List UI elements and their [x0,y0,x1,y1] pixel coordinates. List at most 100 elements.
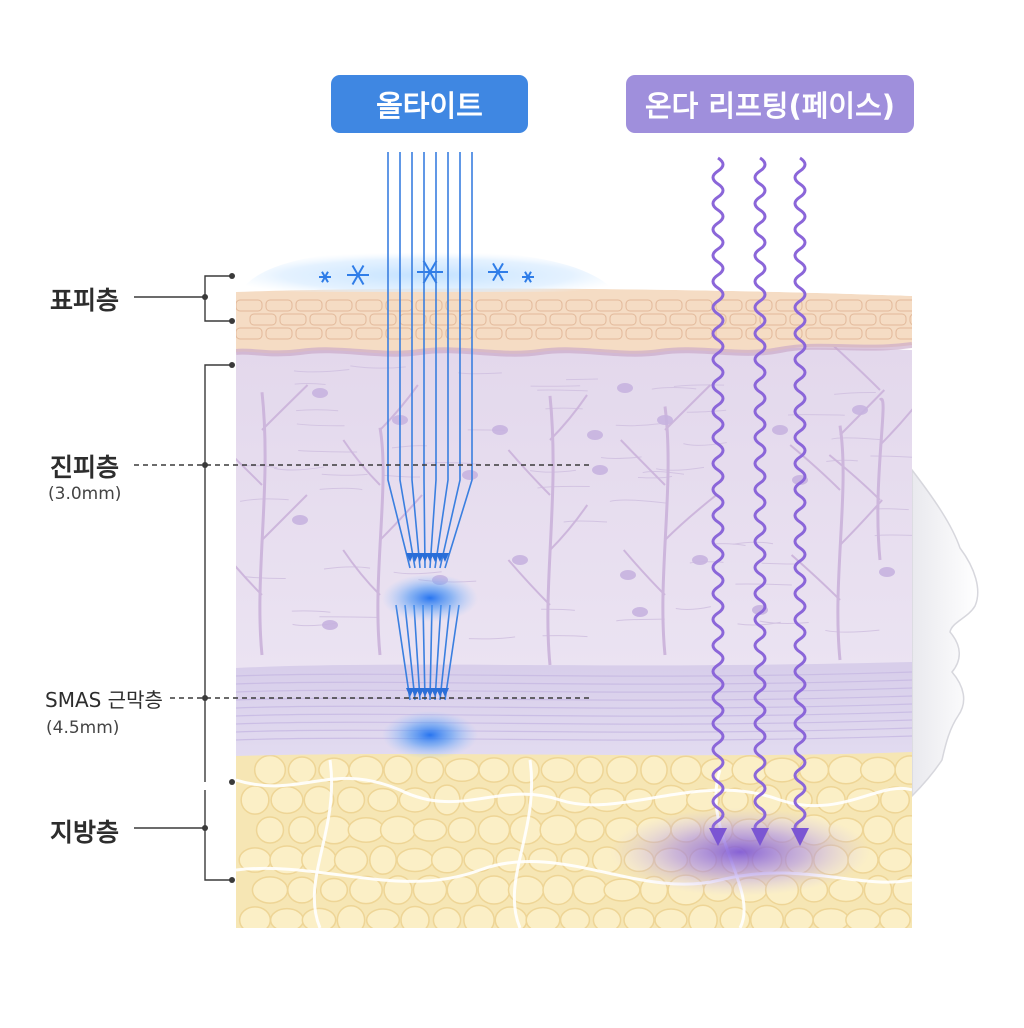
dermis-cell [512,555,528,565]
epidermis-cell [895,299,912,312]
fat-cell [478,757,510,783]
epidermis-cell [325,299,353,312]
beam-lower [439,604,451,701]
smas-fiber [236,711,912,717]
dermis-cell [879,567,895,577]
beam-upper [411,152,421,569]
beam-lower [395,604,411,701]
treatment-label-right: 온다 리프팅(페이스) [626,75,914,133]
fat-cell [447,816,477,844]
fat-cell [270,785,304,815]
epidermis-cell [655,327,683,340]
fat-cell [287,876,317,904]
dermis-layer [236,347,912,668]
epidermis-cell [369,313,397,326]
fat-cell [396,847,434,873]
guide-dot [229,273,235,279]
epidermis-cell [805,327,833,340]
smas-label: SMAS 근막층 [45,688,163,712]
dermis-fiber [291,610,331,613]
epidermis-cell [355,299,383,312]
epidermis-cell [669,313,697,326]
beam-lower [413,604,421,701]
epidermis-cell [415,327,443,340]
dermis-cell [632,607,648,617]
dermis-fiber [651,387,697,390]
arrow-down-icon [791,828,809,846]
dermis-cell [312,388,328,398]
dermis-fiber [642,470,685,475]
dermis-fiber [296,409,339,412]
dermis-fiber [870,455,912,458]
fat-cell [333,845,369,875]
ultrasound-beams [387,152,473,701]
dermis-fiber [296,423,345,427]
dermis-fiber [673,384,725,387]
dermis-fiber [422,462,480,465]
dermis-fiber [825,629,880,633]
smas-fiber [236,679,912,685]
microwave-energy [709,156,809,846]
fat-cell [539,814,577,846]
fat-cell [496,784,526,816]
face-profile-icon [911,467,979,798]
fat-cell [430,846,464,874]
fat-cell [512,756,540,784]
epidermis-cell [805,299,833,312]
beam-upper [387,152,411,569]
dermis-fiber [545,407,583,410]
dermis-fiber [293,368,350,373]
dermis-vessels [236,289,912,666]
dermis-bracket [204,364,232,782]
dermis-fiber [468,636,516,640]
fat-label: 지방층 [50,818,120,847]
beam-upper [444,152,473,569]
fat-cell [369,845,397,875]
fat-cell [589,787,625,813]
dermis-fiber [537,389,588,392]
fat-cell [525,906,561,928]
epidermis-cell [265,299,293,312]
epidermis-cell [265,327,293,340]
vessel-trunk [876,397,885,561]
epidermis-label: 표피층 [50,286,120,315]
dermis-fiber [319,616,377,618]
epidermis-cell [549,313,577,326]
guide-dot [229,362,235,368]
fat-cell [301,907,337,928]
wave-arrow-icon [711,156,725,836]
fat-cell [879,786,911,814]
fat-cell [654,908,688,928]
arrow-down-icon [441,688,449,697]
focus-point-dermis [382,574,478,622]
vessel-branch [622,549,666,596]
epidermis-cell [279,313,307,326]
epidermis-cell [475,299,503,312]
vessel-branch [342,439,381,486]
vessel-trunk [661,406,670,656]
fat-cell [812,907,850,928]
fat-cell [603,878,641,902]
epidermis-cell [879,313,907,326]
epidermis-cell [325,327,353,340]
wave-arrow-icon [753,156,767,836]
fat-cell [412,818,448,842]
smas-fiber [236,687,912,693]
epidermis-cell [625,327,653,340]
vessel-branch [790,554,841,601]
fat-cell [349,875,383,905]
fat-cell [348,755,384,785]
guide-dot [202,294,208,300]
epidermis-cell [715,327,743,340]
fat-cell [383,875,413,905]
epidermis-cell [505,299,533,312]
fat-cell [575,817,605,843]
vessel-branch [879,399,912,446]
fat-cell [688,904,718,928]
dermis-fiber [566,378,598,381]
fat-cell [862,815,894,845]
fat-cell [845,907,881,928]
dermis-cell [322,620,338,630]
epidermis-cell [339,313,367,326]
dermis-fiber [393,571,442,575]
